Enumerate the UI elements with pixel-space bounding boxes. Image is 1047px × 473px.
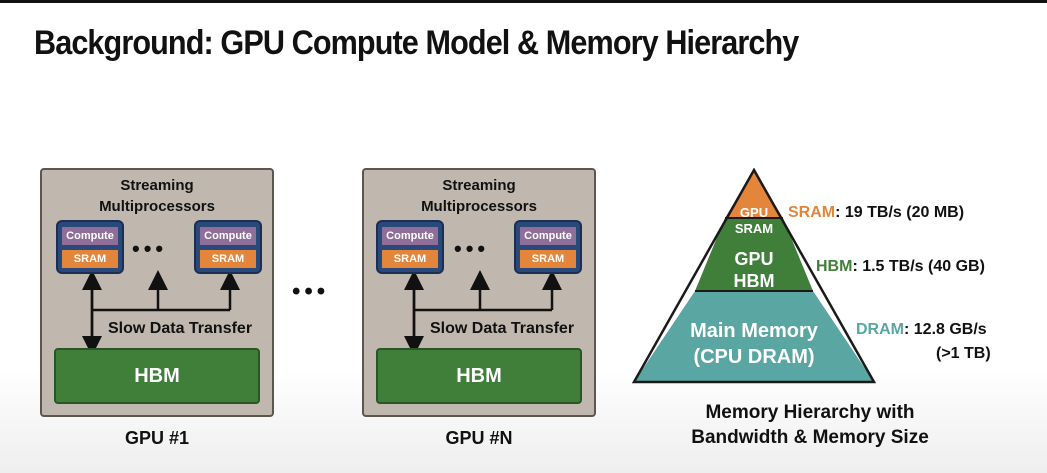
slide-title: Background: GPU Compute Model & Memory H…	[34, 24, 799, 62]
dram-name: DRAM	[856, 321, 904, 338]
pyramid-top-line2: SRAM	[734, 221, 774, 236]
gpu-label-n: GPU #N	[445, 428, 513, 448]
between-gpus-ellipsis: •••	[292, 278, 330, 305]
sram-unit: SRAM	[520, 250, 576, 268]
hbm-block: HBM	[376, 348, 582, 404]
transfer-label: Slow Data Transfer	[430, 320, 575, 337]
dram-bandwidth: DRAM: 12.8 GB/s	[856, 321, 987, 339]
sm-title: Streaming Multiprocessors	[364, 175, 594, 217]
top-rule	[0, 0, 1047, 3]
sm-title-line2: Multiprocessors	[99, 198, 215, 215]
hbm-block: HBM	[54, 348, 260, 404]
compute-unit: Compute	[200, 227, 256, 245]
pyramid-top-label: GPU SRAM	[724, 205, 784, 237]
pyramid-middle-line1: GPU	[734, 249, 774, 269]
dram-size: (>1 TB)	[936, 345, 991, 362]
sram-value: : 19 TB/s (20 MB)	[835, 204, 965, 221]
pyramid-hbm-layer	[695, 218, 813, 291]
pyramid-middle-line2: HBM	[733, 271, 775, 291]
gpu-card-1: Streaming Multiprocessors Compute SRAM •…	[40, 168, 274, 417]
sram-bandwidth: SRAM: 19 TB/s (20 MB)	[788, 204, 964, 222]
sram-unit: SRAM	[200, 250, 256, 268]
pyramid-middle-label: GPU HBM	[704, 248, 804, 292]
pyramid-caption: Memory Hierarchy with Bandwidth & Memory…	[660, 400, 960, 450]
pyramid-bottom-line2: (CPU DRAM)	[693, 346, 815, 368]
gpu-arrows	[404, 270, 562, 356]
sm-title-line1: Streaming	[120, 177, 194, 194]
pyramid-outline	[631, 168, 877, 384]
compute-unit: Compute	[520, 227, 576, 245]
gpu-arrows	[82, 270, 240, 356]
sm-block-left: Compute SRAM	[56, 220, 124, 274]
dram-value: : 12.8 GB/s	[904, 321, 987, 338]
sm-block-right: Compute SRAM	[514, 220, 582, 274]
caption-line2: Bandwidth & Memory Size	[691, 427, 929, 448]
compute-unit: Compute	[62, 227, 118, 245]
pyramid-dram-layer	[634, 291, 874, 382]
sm-ellipsis: •••	[132, 236, 168, 261]
sram-unit: SRAM	[382, 250, 438, 268]
sm-ellipsis: •••	[454, 236, 490, 261]
pyramid-bottom-label: Main Memory (CPU DRAM)	[664, 318, 844, 370]
gpu-label-1: GPU #1	[124, 428, 190, 448]
sram-name: SRAM	[788, 204, 836, 221]
memory-pyramid	[631, 168, 877, 384]
hbm-bandwidth: HBM: 1.5 TB/s (40 GB)	[816, 258, 985, 276]
pyramid-sram-layer	[725, 170, 783, 218]
pyramid-bottom-line1: Main Memory	[690, 320, 818, 342]
caption-line1: Memory Hierarchy with	[705, 402, 915, 423]
sm-title-line1: Streaming	[442, 177, 516, 194]
hbm-name: HBM	[816, 258, 853, 275]
transfer-label: Slow Data Transfer	[108, 320, 253, 337]
sm-block-right: Compute SRAM	[194, 220, 262, 274]
pyramid-top-line1: GPU	[739, 205, 769, 220]
compute-unit: Compute	[382, 227, 438, 245]
hbm-value: : 1.5 TB/s (40 GB)	[852, 258, 985, 275]
sram-unit: SRAM	[62, 250, 118, 268]
sm-title-line2: Multiprocessors	[421, 198, 537, 215]
gpu-card-n: Streaming Multiprocessors Compute SRAM •…	[362, 168, 596, 417]
sm-block-left: Compute SRAM	[376, 220, 444, 274]
sm-title: Streaming Multiprocessors	[42, 175, 272, 217]
